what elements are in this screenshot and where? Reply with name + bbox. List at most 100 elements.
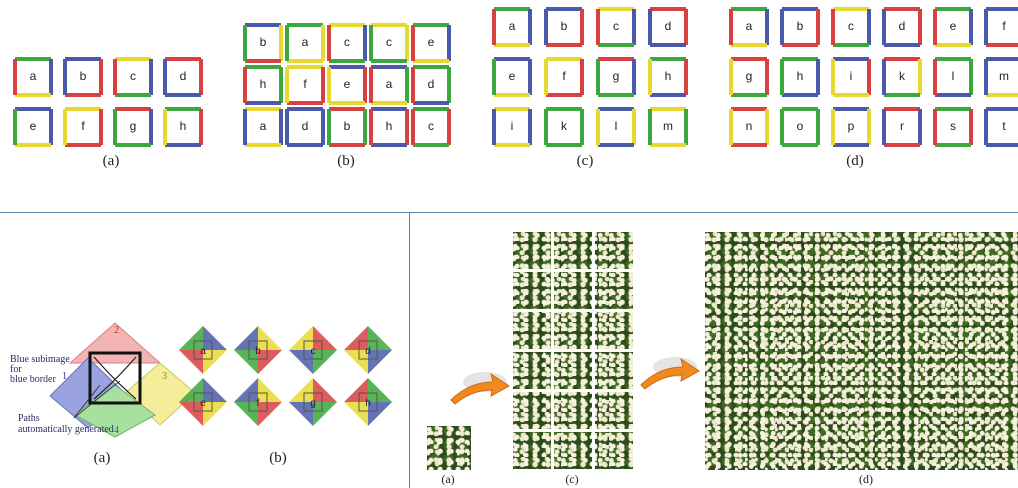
diamond-triangle	[368, 326, 392, 350]
tile-edge	[329, 107, 365, 111]
tile-label: d	[411, 77, 451, 91]
tile-edge	[731, 107, 767, 111]
tile-edge	[650, 93, 686, 97]
tile: g	[729, 57, 769, 97]
diamond-triangle	[313, 350, 337, 374]
texture-tile	[595, 312, 633, 349]
tile-edge	[245, 107, 281, 111]
tile-edge	[935, 143, 971, 147]
diamond-triangle	[313, 378, 337, 402]
tile: l	[933, 57, 973, 97]
diamond-label: e	[200, 398, 206, 409]
tile-edge	[371, 107, 407, 111]
tile-label: b	[243, 35, 283, 49]
tile: e	[13, 107, 53, 147]
tile: d	[411, 65, 451, 105]
tile-edge	[598, 93, 634, 97]
note-line-3: blue border	[10, 374, 56, 385]
tile-label: c	[113, 69, 153, 83]
tile: h	[780, 57, 820, 97]
tile-edge	[65, 93, 101, 97]
tile-label: a	[243, 119, 283, 133]
tile: c	[831, 7, 871, 47]
tile-edge	[287, 65, 323, 69]
vertical-divider	[409, 212, 410, 488]
tile-label: o	[780, 119, 820, 133]
tile-label: a	[285, 35, 325, 49]
tile-label: d	[285, 119, 325, 133]
tile-edge	[833, 143, 869, 147]
caption-bottom-right-d: (d)	[846, 472, 886, 487]
tile-edge	[329, 65, 365, 69]
texture-tile	[554, 232, 592, 269]
tile-edge	[650, 107, 686, 111]
diamond-label: g	[310, 398, 316, 409]
tile: d	[648, 7, 688, 47]
tile-edge	[935, 7, 971, 11]
texture-tile	[513, 312, 551, 349]
tile-edge	[245, 59, 281, 63]
tile: b	[63, 57, 103, 97]
tile-label: d	[163, 69, 203, 83]
tile-label: f	[984, 19, 1018, 33]
tile-edge	[165, 143, 201, 147]
tile-edge	[371, 101, 407, 105]
diamond-triangle	[234, 378, 258, 402]
tile: b	[544, 7, 584, 47]
tile-edge	[650, 57, 686, 61]
tile-label: a	[13, 69, 53, 83]
tile-label: e	[411, 35, 451, 49]
tile-label: m	[984, 69, 1018, 83]
tile-label: t	[984, 119, 1018, 133]
tile-edge	[413, 65, 449, 69]
tile-edge	[598, 57, 634, 61]
tile-edge	[245, 23, 281, 27]
tile-edge	[546, 7, 582, 11]
tile: d	[163, 57, 203, 97]
texture-tile	[595, 432, 633, 469]
tile: o	[780, 107, 820, 147]
diamond-triangle	[203, 378, 227, 402]
texture-tile	[513, 352, 551, 389]
tile-edge	[546, 57, 582, 61]
diamond-label: c	[311, 346, 316, 357]
tile-edge	[935, 93, 971, 97]
tile-label: h	[369, 119, 409, 133]
tile-label: c	[596, 19, 636, 33]
tile-label: i	[831, 69, 871, 83]
diamond-triangle	[234, 402, 258, 426]
tile-edge	[371, 23, 407, 27]
arrow-icon	[445, 360, 515, 410]
tile-edge	[287, 143, 323, 147]
tile-edge	[833, 107, 869, 111]
tile: n	[729, 107, 769, 147]
synthesized-texture	[705, 232, 1018, 470]
tile: e	[327, 65, 367, 105]
tile: c	[596, 7, 636, 47]
tile-edge	[115, 93, 151, 97]
texture-tile	[554, 272, 592, 309]
tile-edge	[782, 93, 818, 97]
texture-tile	[513, 272, 551, 309]
caption-top-a: (a)	[91, 153, 131, 170]
tile-label: c	[411, 119, 451, 133]
tile: i	[492, 107, 532, 147]
tile-label: g	[113, 119, 153, 133]
tile-edge	[287, 59, 323, 63]
tile-label: d	[648, 19, 688, 33]
tile-edge	[287, 107, 323, 111]
tile: k	[882, 57, 922, 97]
tile: f	[984, 7, 1018, 47]
caption-top-d: (d)	[835, 153, 875, 170]
tile-edge	[782, 7, 818, 11]
texture-tile	[513, 432, 551, 469]
tile-edge	[598, 143, 634, 147]
tile-edge	[413, 107, 449, 111]
paths-note: Paths automatically generated	[18, 412, 118, 436]
tile: a	[285, 23, 325, 63]
diamond-triangle	[258, 326, 282, 350]
paths-note-line-1: Paths	[18, 413, 40, 424]
tile-edge	[782, 43, 818, 47]
tile-label: m	[648, 119, 688, 133]
tile-edge	[245, 143, 281, 147]
